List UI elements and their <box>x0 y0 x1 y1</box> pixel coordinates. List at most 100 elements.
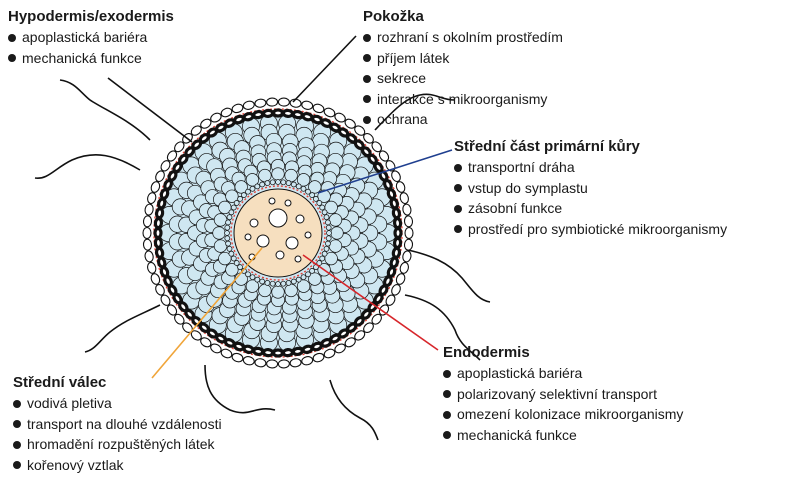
cortex-cell <box>328 213 343 227</box>
label-valec-item: transport na dlouhé vzdálenosti <box>13 414 222 435</box>
root-hair <box>34 154 141 179</box>
label-endodermis-title: Endodermis <box>443 344 530 361</box>
epidermis-cell <box>354 330 366 341</box>
endodermis-cell <box>319 204 326 211</box>
cortex-cell <box>212 226 226 240</box>
epidermis-cell <box>142 215 153 228</box>
endodermis-cell <box>225 240 231 247</box>
endodermis-cell <box>290 278 297 285</box>
epidermis-cell <box>142 238 153 251</box>
endodermis-cell <box>269 280 276 287</box>
exodermis-cell <box>271 348 285 358</box>
epidermis-cell <box>166 304 178 316</box>
root-hair <box>407 249 491 303</box>
epidermis-cell <box>220 348 233 359</box>
epidermis-cell <box>334 343 346 354</box>
label-hypodermis-title: Hypodermis/exodermis <box>8 8 174 25</box>
label-pokozka-item: sekrece <box>363 68 563 89</box>
xylem-vessel <box>294 255 302 263</box>
epidermis-cell <box>266 97 279 107</box>
label-valec: Střední válec vodivá pletiva transport n… <box>13 373 222 475</box>
epidermis-cell <box>371 313 382 325</box>
epidermis-cell <box>371 141 382 153</box>
epidermis-cell <box>190 330 202 341</box>
endodermis-cell <box>280 280 287 287</box>
epidermis-cell <box>266 359 279 369</box>
endodermis-cell <box>228 209 235 216</box>
epidermis-cell <box>402 250 412 263</box>
epidermis-cell <box>312 352 325 363</box>
endodermis-cell <box>326 230 332 236</box>
xylem-vessel <box>268 197 276 205</box>
epidermis-cell <box>378 304 390 316</box>
epidermis-cell <box>220 107 233 118</box>
label-pokozka-item: příjem látek <box>363 48 563 69</box>
epidermis-cell <box>231 352 244 363</box>
exodermis-cell <box>281 108 294 119</box>
endodermis-cell <box>254 276 261 283</box>
exodermis-cell <box>291 346 304 357</box>
cortex-cell <box>234 180 248 194</box>
epidermis-cell <box>301 100 314 110</box>
exodermis-cell <box>389 197 400 210</box>
endodermis-cell <box>325 235 332 242</box>
endodermis-cell <box>309 192 315 198</box>
leader-pokozka <box>292 35 357 103</box>
endodermis-cell <box>224 224 231 231</box>
endodermis-cell <box>259 181 266 188</box>
cortex-cell <box>225 263 239 277</box>
epidermis-cell <box>147 261 157 274</box>
cortex-cell <box>284 283 298 298</box>
epidermis-cell <box>150 181 161 193</box>
root-hair <box>204 364 276 414</box>
epidermis-cell <box>200 118 212 129</box>
epidermis-cell <box>166 150 178 162</box>
epidermis-cell <box>155 283 165 296</box>
cortex-cell <box>271 167 285 181</box>
label-pokozka-title: Pokožka <box>363 8 424 25</box>
epidermis-cell <box>242 356 255 366</box>
xylem-vessel <box>249 218 259 228</box>
label-kura: Střední část primární kůry transportní d… <box>454 137 727 239</box>
leader-endodermis <box>302 254 439 351</box>
exodermis-cell <box>154 207 165 220</box>
epidermis-cell <box>147 192 157 205</box>
exodermis-cell <box>156 197 167 210</box>
endodermis-cell <box>275 179 281 185</box>
exodermis-cell <box>252 109 265 120</box>
xylem-vessel <box>304 231 312 239</box>
epidermis-cell <box>160 294 171 306</box>
exodermis-cell <box>271 108 285 118</box>
label-endodermis-item: omezení kolonizace mikroorganismy <box>443 404 683 425</box>
endodermis-cell <box>225 219 231 226</box>
epidermis-cell <box>363 322 374 334</box>
epidermis-cell <box>150 273 161 285</box>
xylem-vessel <box>275 250 285 260</box>
label-kura-title: Střední část primární kůry <box>454 138 640 155</box>
label-pokozka-item: interakce s mikroorganismy <box>363 89 563 110</box>
epidermis-cell <box>210 112 222 123</box>
root-hairs <box>34 79 491 441</box>
exodermis-cell <box>242 111 255 122</box>
endodermis-cell <box>321 250 328 257</box>
endodermis-cell <box>237 196 243 202</box>
endodermis-cell <box>230 255 237 262</box>
epidermis-cell <box>277 359 290 369</box>
epidermis-cell <box>399 261 409 274</box>
label-endodermis-item: polarizovaný selektivní transport <box>443 384 683 405</box>
label-endodermis: Endodermis apoplastická bariéra polarizo… <box>443 343 683 445</box>
epidermis-cell <box>378 150 390 162</box>
exodermis-cell <box>242 344 255 355</box>
epidermis-cell <box>210 343 222 354</box>
endodermis-cell <box>316 200 323 206</box>
central-cylinder <box>233 188 323 278</box>
epidermis-cell <box>385 294 396 306</box>
epidermis-cell <box>344 118 356 129</box>
endodermis-cell <box>325 219 331 226</box>
epidermis-cell <box>200 337 212 348</box>
label-valec-item: hromadění rozpuštěných látek <box>13 434 222 455</box>
exodermis-cell <box>389 256 400 269</box>
label-hypodermis: Hypodermis/exodermis apoplastická bariér… <box>8 7 174 68</box>
label-hypodermis-item: mechanická funkce <box>8 48 174 69</box>
